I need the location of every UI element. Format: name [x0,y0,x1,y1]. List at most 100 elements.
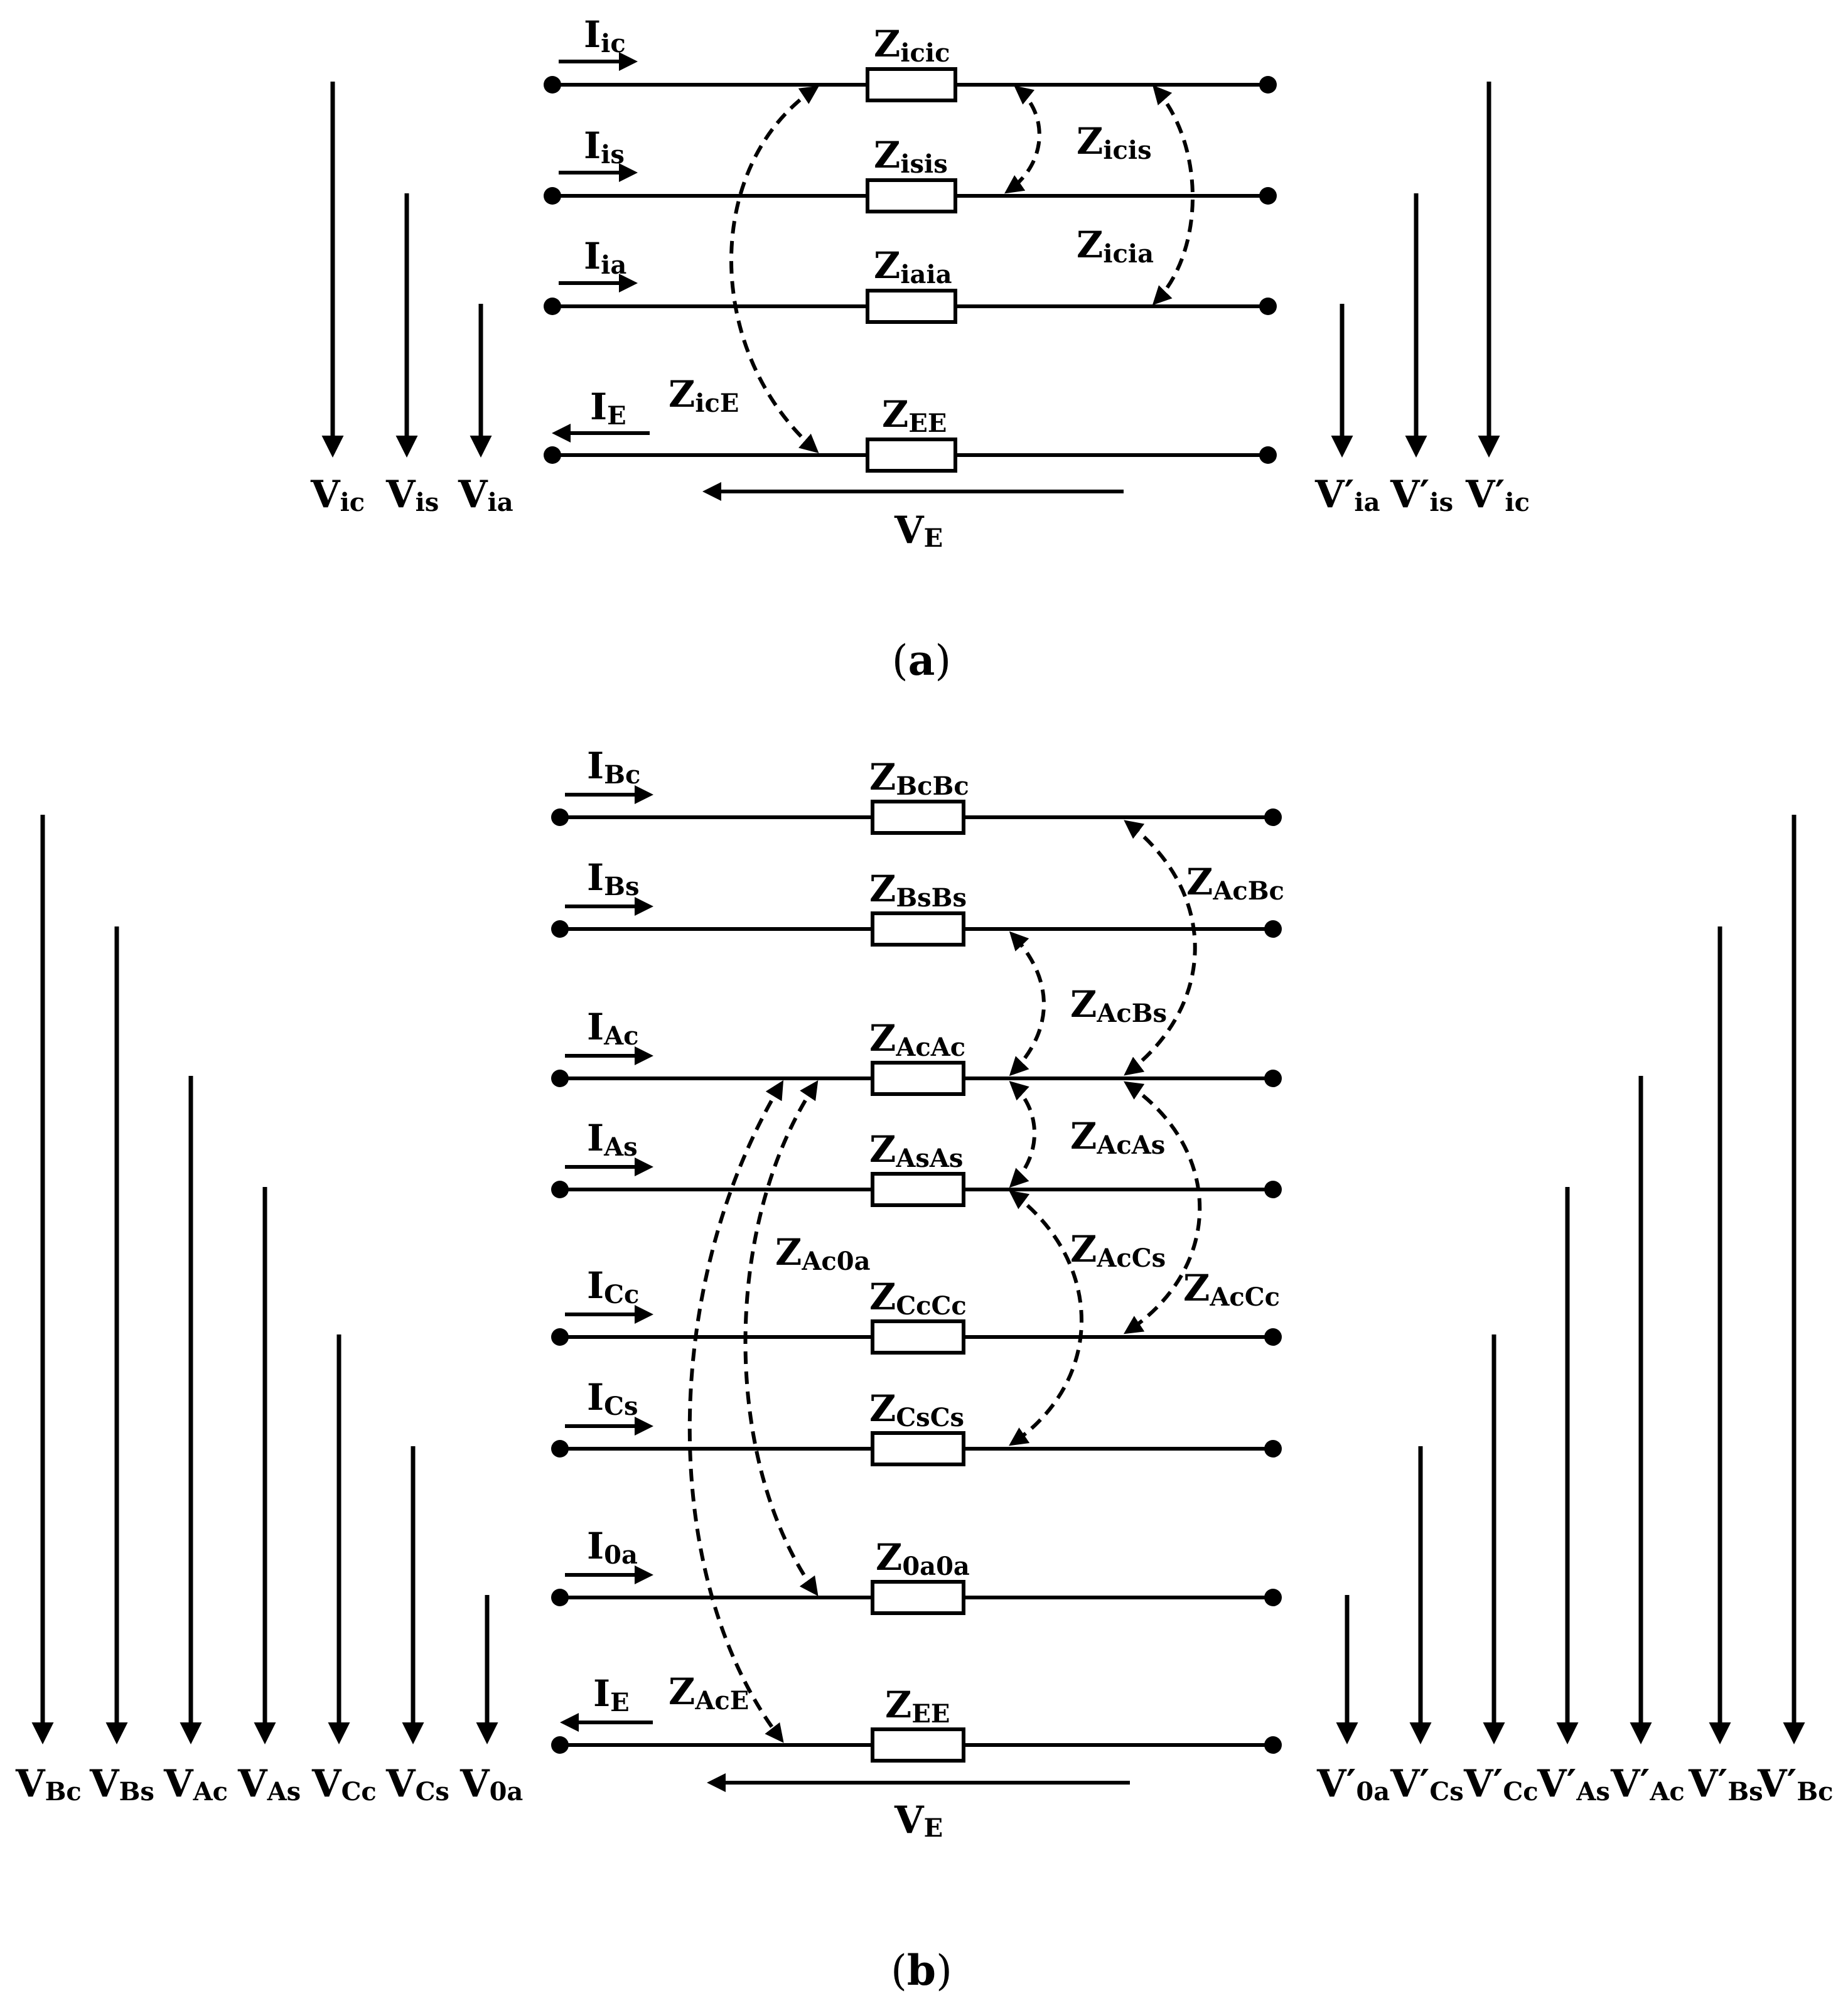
mutual-label-AcCs: ZAcCs [1070,1228,1166,1273]
voltage-label-prime-is: V′is [1390,473,1453,517]
conductor-Cs: ICs ZCsCs [551,1376,1282,1466]
mutual-label-icis: Zicis [1077,120,1152,165]
mutual-label-Ac0a: ZAc0a [775,1231,870,1276]
impedance-box [871,1431,965,1466]
voltage-label-prime-ic: V′ic [1465,473,1530,517]
mutual-arrow-AcAs [1009,1080,1036,1188]
mutual-arrow-AcE [687,1080,784,1743]
conductor-0a: I0a Z0a0a [551,1525,1282,1615]
current-label: IAs [587,1117,638,1162]
current-label: Iic [584,13,626,58]
node-right [1264,1070,1282,1087]
impedance-label: ZCcCc [869,1275,967,1321]
impedance-label: ZEE [885,1683,950,1729]
node-right [1259,187,1277,205]
voltage-label-prime-0a: V′0a [1316,1762,1390,1807]
current-label: IE [593,1672,630,1717]
conductor-Ac: IAc ZAcAc [551,1006,1282,1096]
panel-a: Iic Zicic Iis Zisis Iia Ziaia [310,13,1530,685]
current-label: Iia [584,235,626,280]
impedance-label: ZBsBs [869,867,967,913]
node-right [1259,76,1277,94]
impedance-box [866,289,957,324]
conductor-Bs: IBs ZBsBs [551,856,1282,947]
voltage-label-Bs: VBs [89,1762,154,1807]
current-label: IBs [587,856,639,901]
mutual-label-AcBs: ZAcBs [1070,983,1167,1028]
conductor-is: Iis Zisis [544,124,1277,213]
mutual-label-AcBc: ZAcBc [1186,861,1284,906]
node-right [1264,1589,1282,1606]
mutual-arrow-AcBs [1009,931,1046,1076]
voltage-label-prime-Bs: V′Bs [1688,1762,1763,1807]
mutual-label-AcAs: ZAcAs [1070,1115,1165,1160]
impedance-label: ZBcBc [869,756,969,801]
mutual-arrow-AcCs [1009,1190,1083,1446]
impedance-box [871,911,965,947]
conductor-earth: IE ZEE [551,1672,1282,1763]
node-left [551,1070,569,1087]
impedance-box [871,1727,965,1763]
node-left [551,1589,569,1606]
mutual-arrow-icis [1004,85,1041,194]
panel-b: IBc ZBcBc IBs ZBsBs IAc ZAcAc [15,744,1834,1995]
voltage-label-ia: Via [458,473,513,517]
earth-voltage-label: VE [894,1798,943,1843]
node-left [551,808,569,826]
impedance-label: ZCsCs [869,1387,964,1432]
voltage-label-prime-Cc: V′Cc [1463,1762,1539,1807]
impedance-box [871,1580,965,1615]
conductor-Cc: ICc ZCcCc [551,1264,1282,1355]
current-label: IBc [587,744,640,790]
impedance-box [866,67,957,102]
mutual-arrow-AcBc [1124,820,1197,1076]
mutual-label-AcE: ZAcE [669,1670,749,1715]
conductor-As: IAs ZAsAs [551,1117,1282,1207]
conductor-ic: Iic Zicic [544,13,1277,102]
voltage-label-Cc: VCc [311,1762,377,1807]
voltage-label-prime-Bc: V′Bc [1757,1762,1834,1807]
mutual-arrow-icE [729,85,819,453]
current-label: IAc [587,1006,639,1051]
voltage-label-prime-ia: V′ia [1314,473,1380,517]
impedance-box [871,1319,965,1355]
node-right [1264,808,1282,826]
impedance-label: ZEE [882,393,947,438]
voltage-label-Bc: VBc [15,1762,82,1807]
node-left [551,1440,569,1458]
panel-caption: (b) [891,1946,952,1995]
conductor-ia: Iia Ziaia [544,235,1277,324]
conductor-Bc: IBc ZBcBc [551,744,1282,835]
node-right [1264,1736,1282,1754]
node-left [544,446,561,464]
impedance-label: ZAcAc [869,1017,965,1062]
node-right [1264,920,1282,938]
voltage-label-As: VAs [237,1762,301,1807]
current-label: ICs [587,1376,638,1421]
impedance-label: Ziaia [874,244,952,289]
impedance-box [866,178,957,213]
impedance-box [866,438,957,473]
voltage-label-0a: V0a [459,1762,523,1807]
node-right [1259,298,1277,315]
node-left [551,1736,569,1754]
impedance-box [871,1061,965,1096]
impedance-label: Zicic [874,23,950,68]
voltage-label-prime-Ac: V′Ac [1610,1762,1685,1807]
voltage-label-Ac: VAc [163,1762,228,1807]
impedance-box [871,800,965,835]
mutual-arrow-icia [1152,85,1195,306]
node-left [551,920,569,938]
impedance-label: Zisis [874,134,948,179]
impedance-label: Z0a0a [876,1536,970,1581]
voltage-label-is: Vis [385,473,439,517]
impedance-label: ZAsAs [869,1128,963,1173]
mutual-label-icia: Zicia [1077,223,1154,269]
panel-caption: (a) [892,636,951,685]
node-left [551,1181,569,1198]
voltage-label-prime-Cs: V′Cs [1390,1762,1464,1807]
voltage-label-ic: Vic [310,473,365,517]
current-label: ICc [587,1264,639,1309]
mutual-label-AcCc: ZAcCc [1183,1267,1280,1312]
